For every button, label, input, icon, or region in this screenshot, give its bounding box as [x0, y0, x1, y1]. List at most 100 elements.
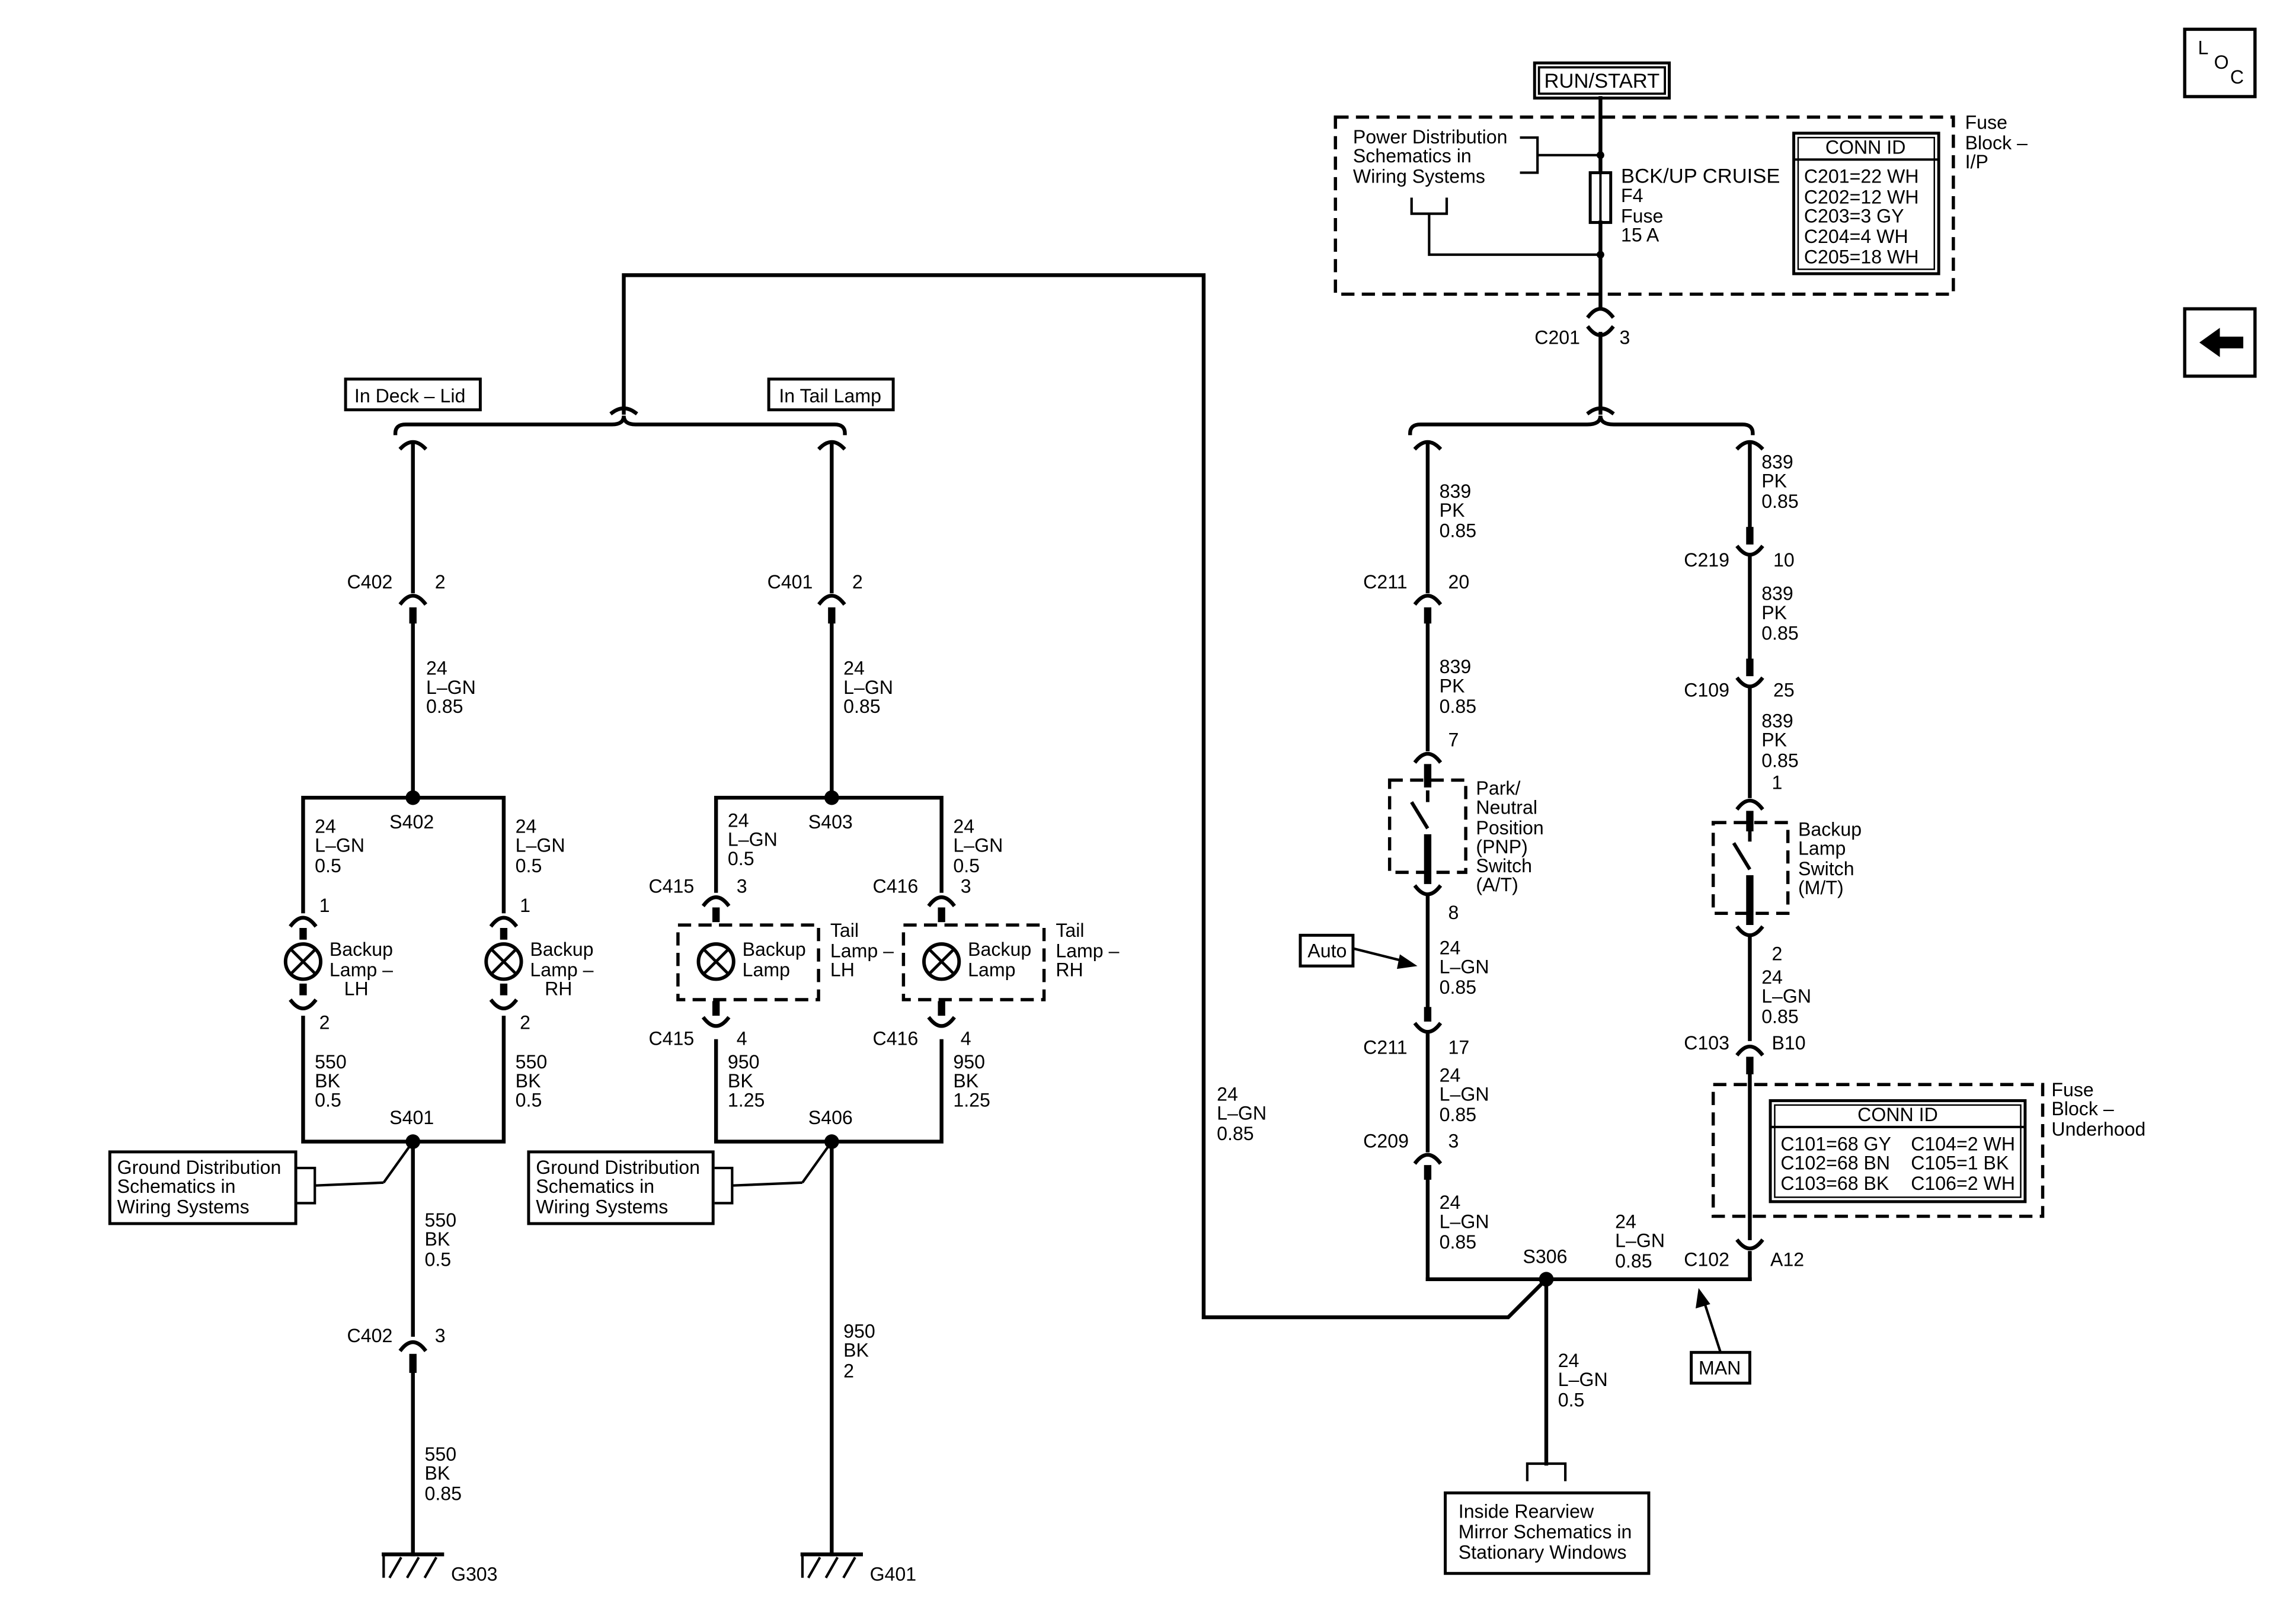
backup-lh-label-2: Lamp – [330, 959, 393, 980]
c109-label: C109 [1684, 680, 1729, 701]
tail-rh-label-2: Lamp – [1056, 940, 1119, 961]
fuse-label: BCK/UP CRUISE [1621, 165, 1780, 188]
arrow-icon [1397, 954, 1418, 969]
tail-lamp-lh-housing [676, 923, 820, 1001]
svg-text:24: 24 [1440, 1064, 1461, 1086]
fuse-block-ip-title: Fuse Block – I/P [1965, 111, 2028, 172]
backup-rh-label-2: Lamp – [530, 959, 593, 980]
wire-label: 24 L–GN 0.85 [1761, 966, 1811, 1028]
svg-text:C101=68 GY: C101=68 GY [1780, 1133, 1891, 1154]
pnp-label-3: Position [1476, 817, 1543, 838]
tail-rh-label-3: RH [1056, 959, 1083, 980]
backup-lamp-lh [283, 913, 323, 1016]
wire-label: 550 BK 0.85 [424, 1443, 462, 1505]
conn-ip-row: C202=12 WH [1804, 186, 1919, 207]
tail-lamp-label: In Tail Lamp [779, 385, 881, 406]
svg-text:Wiring Systems: Wiring Systems [536, 1196, 668, 1218]
svg-text:BK: BK [315, 1070, 340, 1092]
svg-text:550: 550 [424, 1209, 456, 1231]
svg-text:24: 24 [1217, 1083, 1238, 1105]
ground-distribution-ref-2[interactable]: Ground Distribution Schematics in Wiring… [527, 1150, 715, 1225]
svg-text:0.85: 0.85 [843, 696, 881, 717]
svg-text:BK: BK [424, 1462, 450, 1484]
mirror-schematics-ref[interactable]: Inside Rearview Mirror Schematics in Sta… [1444, 1491, 1651, 1575]
tail-rh-label-1: Tail [1056, 920, 1084, 941]
auto-callout: Auto [1299, 933, 1418, 969]
svg-text:950: 950 [953, 1051, 985, 1073]
s406-label: S406 [808, 1107, 853, 1128]
fuse-block-underhood-outline [1711, 1083, 2045, 1218]
svg-text:0.85: 0.85 [1440, 520, 1477, 541]
left-arrow-icon [2199, 328, 2244, 357]
pin-label: A12 [1770, 1249, 1804, 1270]
fuse-block-ip-outline [1334, 115, 1955, 296]
c211-label: C211 [1363, 1036, 1407, 1058]
connector-c103-b10 [1735, 1044, 1764, 1074]
connector-c102-a12 [1735, 1238, 1764, 1251]
pin-label: 3 [1448, 1130, 1459, 1151]
svg-text:24: 24 [728, 810, 749, 831]
backup-lh-label-3: LH [344, 978, 369, 1000]
c401-pin: 2 [852, 571, 863, 593]
svg-text:Schematics in: Schematics in [536, 1176, 654, 1197]
pin-label: 3 [961, 876, 971, 897]
fuse-f4-icon [1588, 171, 1613, 224]
svg-text:Ground Distribution: Ground Distribution [117, 1157, 282, 1178]
svg-text:24: 24 [1558, 1350, 1579, 1371]
loc-button[interactable]: L O C [2183, 27, 2257, 98]
wire-label: 24 L–GN 0.85 [426, 658, 476, 717]
pin-label: 10 [1773, 549, 1795, 571]
fuse-rating: 15 A [1621, 225, 1659, 246]
fuse-block-uh-title-2: Block – [2051, 1098, 2113, 1119]
c103-label: C103 [1684, 1032, 1729, 1054]
svg-text:C104=2 WH: C104=2 WH [1911, 1133, 2015, 1154]
svg-text:0.85: 0.85 [424, 1483, 462, 1505]
connector-c219-pin10 [1735, 527, 1764, 557]
wire-label: 24 L–GN 0.85 [1615, 1211, 1665, 1272]
ground-distribution-ref-1[interactable]: Ground Distribution Schematics in Wiring… [108, 1150, 298, 1225]
svg-text:0.5: 0.5 [516, 1089, 542, 1110]
connector-c401-pin2 [817, 594, 846, 624]
svg-text:0.5: 0.5 [315, 1089, 341, 1110]
svg-text:L–GN: L–GN [426, 677, 476, 698]
pin-label: 7 [1448, 729, 1459, 751]
svg-text:PK: PK [1761, 470, 1787, 492]
wire-label: 950 BK 1.25 [728, 1051, 765, 1110]
pnp-label-1: Park/ [1476, 777, 1520, 799]
svg-text:BK: BK [728, 1070, 753, 1092]
s403-label: S403 [808, 811, 853, 833]
svg-text:839: 839 [1761, 583, 1793, 604]
c401-label: C401 [768, 571, 813, 593]
c416-label: C416 [873, 876, 919, 897]
man-label: MAN [1699, 1357, 1741, 1378]
wire-label: 839 PK 0.85 [1440, 481, 1477, 542]
backup-lh-label-1: Backup [330, 939, 393, 960]
svg-text:839: 839 [1761, 451, 1793, 472]
pin-label: 2 [1772, 943, 1783, 964]
svg-text:0.5: 0.5 [728, 848, 754, 869]
back-button[interactable] [2183, 307, 2257, 378]
pin-label: 20 [1448, 571, 1469, 593]
svg-text:24: 24 [426, 658, 447, 679]
svg-text:950: 950 [728, 1051, 760, 1073]
svg-text:L–GN: L–GN [1440, 956, 1489, 978]
svg-text:24: 24 [315, 815, 336, 837]
svg-text:24: 24 [843, 658, 865, 679]
conn-ip-row: C201=22 WH [1804, 166, 1919, 187]
svg-text:BK: BK [843, 1340, 869, 1361]
svg-text:0.85: 0.85 [1440, 696, 1477, 717]
svg-text:0.5: 0.5 [516, 855, 542, 876]
wire-label: 550 BK 0.5 [315, 1051, 347, 1110]
power-distribution-ref[interactable]: Power Distribution Schematics in Wiring … [1353, 126, 1601, 256]
conn-table-uh-title: CONN ID [1857, 1104, 1938, 1125]
run-start-label: RUN/START [1544, 70, 1660, 92]
svg-text:0.85: 0.85 [1217, 1123, 1254, 1144]
svg-text:L–GN: L–GN [1217, 1103, 1267, 1124]
man-callout: MAN [1690, 1288, 1751, 1385]
deck-lid-label: In Deck – Lid [354, 385, 465, 406]
svg-text:PK: PK [1440, 675, 1465, 696]
svg-text:L–GN: L–GN [1440, 1083, 1489, 1105]
svg-text:1.25: 1.25 [953, 1089, 990, 1110]
pin-label: 17 [1448, 1036, 1469, 1058]
